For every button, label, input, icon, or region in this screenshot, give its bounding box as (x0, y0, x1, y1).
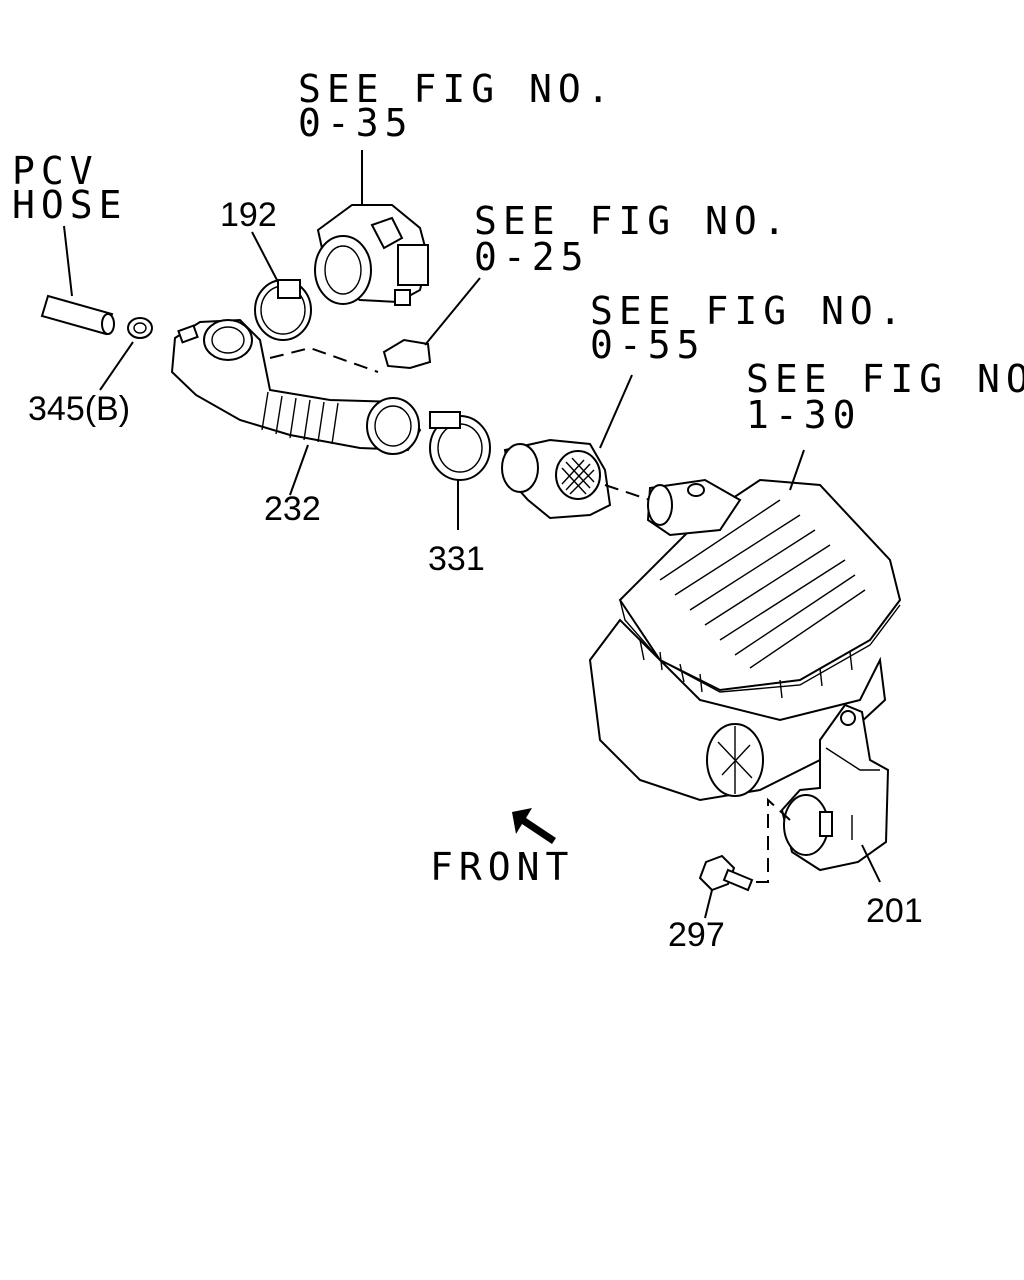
fig-055-label-line2: 0-55 (590, 323, 706, 367)
resonator-201 (780, 703, 890, 883)
clip-345b (99, 317, 153, 391)
part-number-331: 331 (428, 540, 485, 578)
pcv-hose-label-line2: HOSE (12, 183, 128, 227)
clamp-192 (251, 231, 312, 341)
part-number-232: 232 (264, 490, 321, 528)
part-number-297: 297 (668, 916, 725, 954)
fig-130-label-line2: 1-30 (746, 393, 862, 437)
intake-duct-232 (170, 318, 422, 496)
maf-sensor-0-55 (501, 374, 633, 520)
fig-025-label-line2: 0-25 (474, 235, 590, 279)
throttle-body (314, 150, 430, 306)
pcv-hose-label-line1: PCV (12, 149, 99, 193)
fig-025-label-line1: SEE FIG NO. (474, 199, 792, 243)
air-cleaner-1-30 (588, 449, 902, 802)
arrow-front-icon (512, 808, 556, 844)
fig-130-label-line1: SEE FIG NO. (746, 357, 1024, 401)
sensor-0-25 (382, 277, 481, 370)
part-number-192: 192 (220, 196, 277, 234)
connector-dash-0-55 (604, 484, 651, 501)
connector-dash-0-25 (269, 346, 379, 373)
part-number-201: 201 (866, 892, 923, 930)
fig-055-label-line1: SEE FIG NO. (590, 289, 908, 333)
front-label: FRONT (430, 845, 574, 889)
clamp-331 (429, 411, 491, 530)
pcv-hose (40, 225, 115, 336)
bolt-297 (698, 797, 791, 919)
fig-035-label-line1: SEE FIG NO. (298, 67, 616, 111)
fig-035-label-line2: 0-35 (298, 101, 414, 145)
part-number-345b: 345(B) (28, 390, 130, 428)
